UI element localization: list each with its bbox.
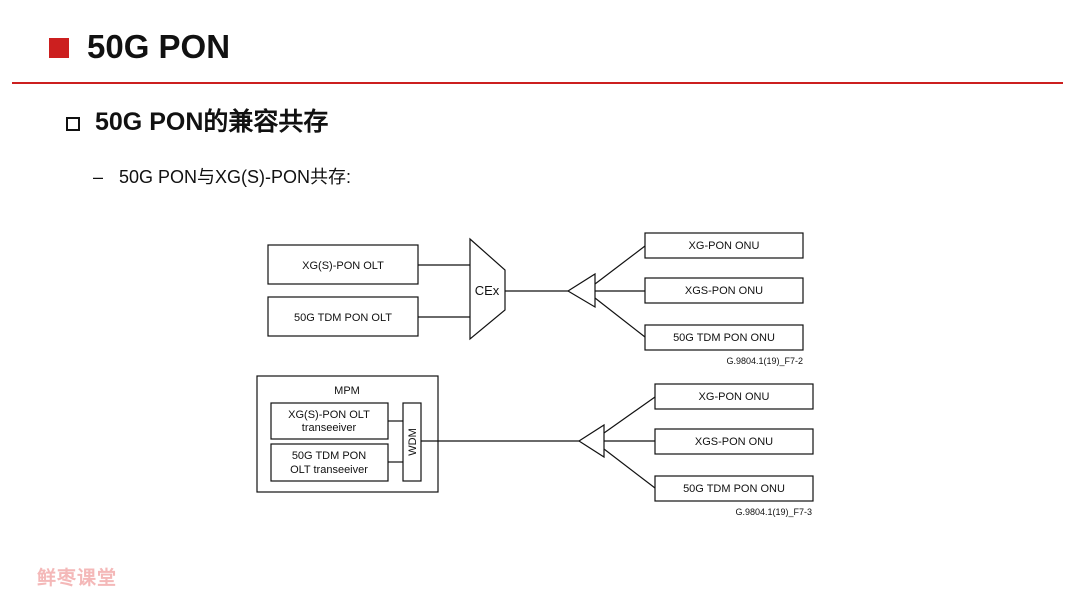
drop-fiber-3 (594, 297, 646, 338)
diagram-mpm-labels: MPM XG(S)-PON OLT transeeiver 50G TDM PO… (288, 385, 812, 517)
wdm-label: WDM (407, 428, 419, 456)
xgs-transceiver-label-2: transeeiver (302, 422, 357, 434)
diagram-cex (267, 232, 804, 351)
50g-tdm-pon-onu-label-2: 50G TDM PON ONU (683, 483, 785, 495)
drop-fiber-4 (603, 396, 656, 434)
title-square-icon (49, 38, 69, 58)
cex-block (469, 237, 506, 341)
xgs-pon-onu-label-2: XGS-PON ONU (695, 436, 773, 448)
50g-tdm-transceiver-box (270, 443, 389, 482)
50g-tdm-pon-onu-box (644, 324, 804, 351)
drop-fiber-6 (603, 448, 656, 489)
xgs-pon-olt-box (267, 244, 419, 285)
50g-tdm-pon-olt-box (267, 296, 419, 337)
watermark-logo: 鲜枣课堂 (37, 568, 118, 589)
50g-tdm-pon-olt-label: 50G TDM PON OLT (294, 312, 392, 324)
50g-tdm-pon-onu-box-2 (654, 475, 814, 502)
slide-title: 50G PON (87, 28, 231, 65)
xgs-pon-onu-box (644, 277, 804, 304)
section-heading: 50G PON的兼容共存 (95, 108, 329, 136)
xgs-pon-onu-label: XGS-PON ONU (685, 285, 763, 297)
splitter-icon (566, 272, 596, 309)
square-bullet-icon (66, 117, 80, 131)
xg-pon-onu-box-2 (654, 383, 814, 410)
bullet-text: 50G PON与XG(S)-PON共存: (119, 167, 352, 187)
splitter-icon-2 (577, 423, 605, 459)
xgs-transceiver-label-1: XG(S)-PON OLT (288, 409, 370, 421)
xg-pon-onu-box (644, 232, 804, 259)
figure-ref-2: G.9804.1(19)_F7-3 (735, 507, 812, 517)
xgs-pon-olt-label: XG(S)-PON OLT (302, 260, 384, 272)
drop-fiber-1 (594, 245, 646, 285)
xgs-pon-transceiver-box (270, 402, 389, 440)
cex-label: CEx (475, 283, 500, 298)
50g-transceiver-label-1: 50G TDM PON (292, 450, 366, 462)
50g-tdm-pon-onu-label: 50G TDM PON ONU (673, 332, 775, 344)
title-divider (12, 82, 1063, 84)
mpm-label: MPM (334, 385, 360, 397)
xg-pon-onu-label: XG-PON ONU (689, 240, 760, 252)
diagram-mpm (256, 375, 814, 502)
diagram-cex-labels: XG(S)-PON OLT 50G TDM PON OLT CEx XG-PON… (294, 240, 803, 366)
figure-ref: G.9804.1(19)_F7-2 (726, 356, 803, 366)
50g-transceiver-label-2: OLT transeeiver (290, 464, 368, 476)
dash-bullet: – (93, 167, 104, 187)
xgs-pon-onu-box-2 (654, 428, 814, 455)
wdm-block (402, 402, 422, 482)
xg-pon-onu-label-2: XG-PON ONU (699, 391, 770, 403)
